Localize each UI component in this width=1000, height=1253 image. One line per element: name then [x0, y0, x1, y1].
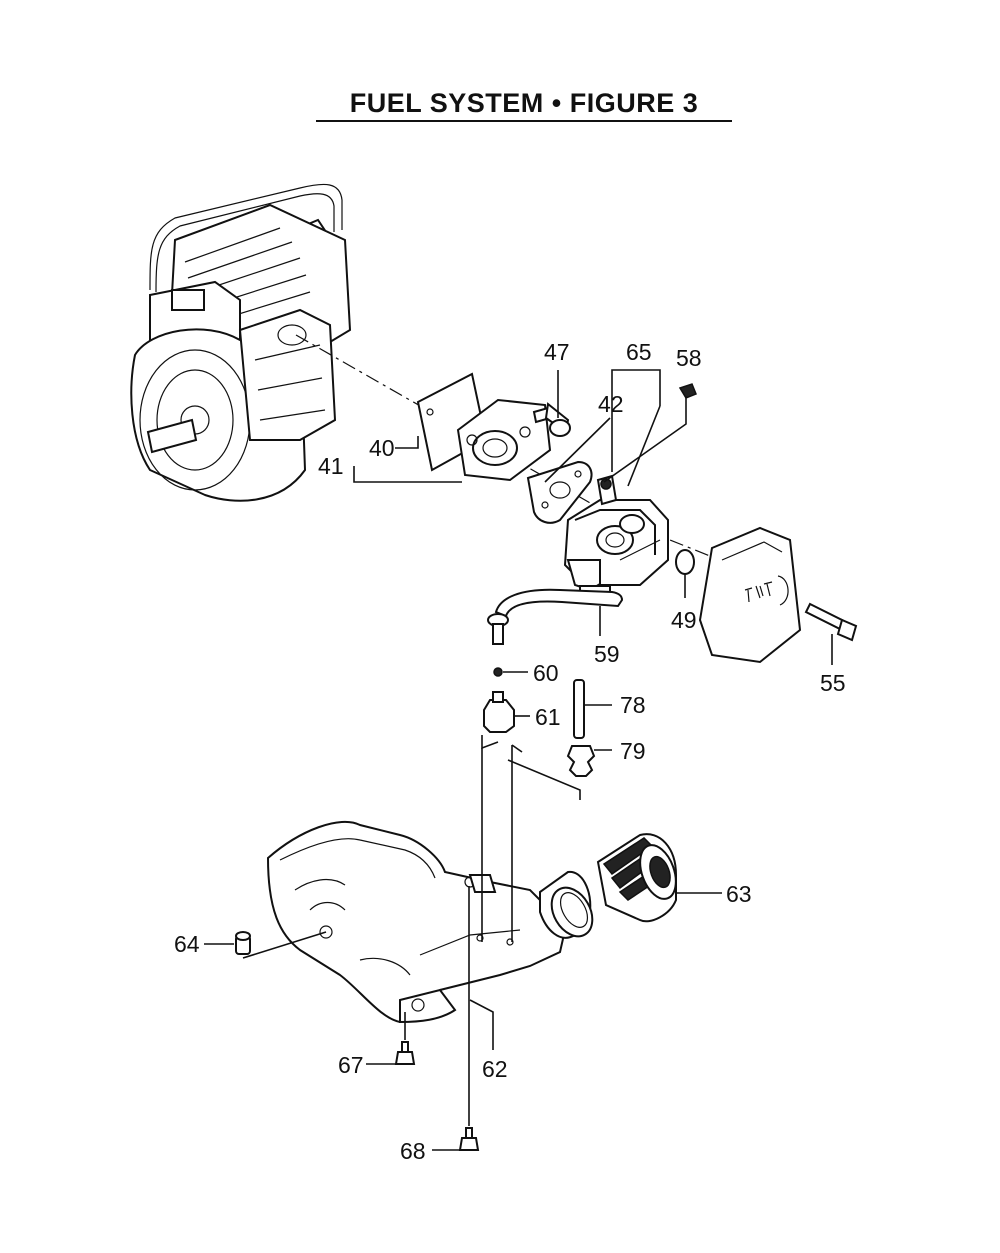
air-cleaner-cover — [698, 526, 802, 664]
callout-59: 59 — [594, 641, 620, 667]
leader-lines — [204, 369, 833, 1151]
part-47-screw — [532, 402, 571, 437]
part-64-bushing — [235, 931, 251, 955]
part-78-vent-pipe — [573, 679, 585, 739]
callout-79: 79 — [620, 738, 646, 764]
callout-62: 62 — [482, 1056, 508, 1082]
part-49-o-ring — [675, 549, 695, 575]
engine-assembly — [130, 183, 352, 502]
part-68-screw — [458, 1127, 480, 1151]
callout-67: 67 — [338, 1052, 364, 1078]
title-underline — [316, 120, 732, 122]
callout-41: 41 — [318, 453, 344, 479]
callout-64: 64 — [174, 931, 200, 957]
part-59-fuel-line — [487, 588, 624, 645]
callout-61: 61 — [535, 704, 561, 730]
part-58-clip — [678, 383, 697, 399]
callout-65: 65 — [626, 339, 652, 365]
callout-55: 55 — [820, 670, 846, 696]
part-62-fuel-tank — [266, 820, 594, 1024]
callout-68: 68 — [400, 1138, 426, 1164]
part-55-bolt — [804, 602, 858, 642]
figure-title: FUEL SYSTEM • FIGURE 3 — [349, 88, 699, 118]
callout-49: 49 — [671, 607, 697, 633]
callout-labels: 40 41 42 47 49 55 58 59 60 61 62 63 64 6… — [174, 339, 846, 1164]
part-63-fuel-cap — [596, 833, 677, 923]
callout-60: 60 — [533, 660, 559, 686]
part-60-ball — [493, 667, 503, 677]
part-67-screw — [394, 1041, 416, 1065]
callout-47: 47 — [544, 339, 570, 365]
callout-42: 42 — [598, 391, 624, 417]
callout-63: 63 — [726, 881, 752, 907]
part-42-gasket — [526, 460, 593, 524]
part-79-grommet — [566, 745, 596, 777]
callout-78: 78 — [620, 692, 646, 718]
callout-40: 40 — [369, 435, 395, 461]
part-61-fuel-filter — [483, 691, 515, 733]
part-41-intake-manifold — [456, 398, 552, 482]
callout-58: 58 — [676, 345, 702, 371]
